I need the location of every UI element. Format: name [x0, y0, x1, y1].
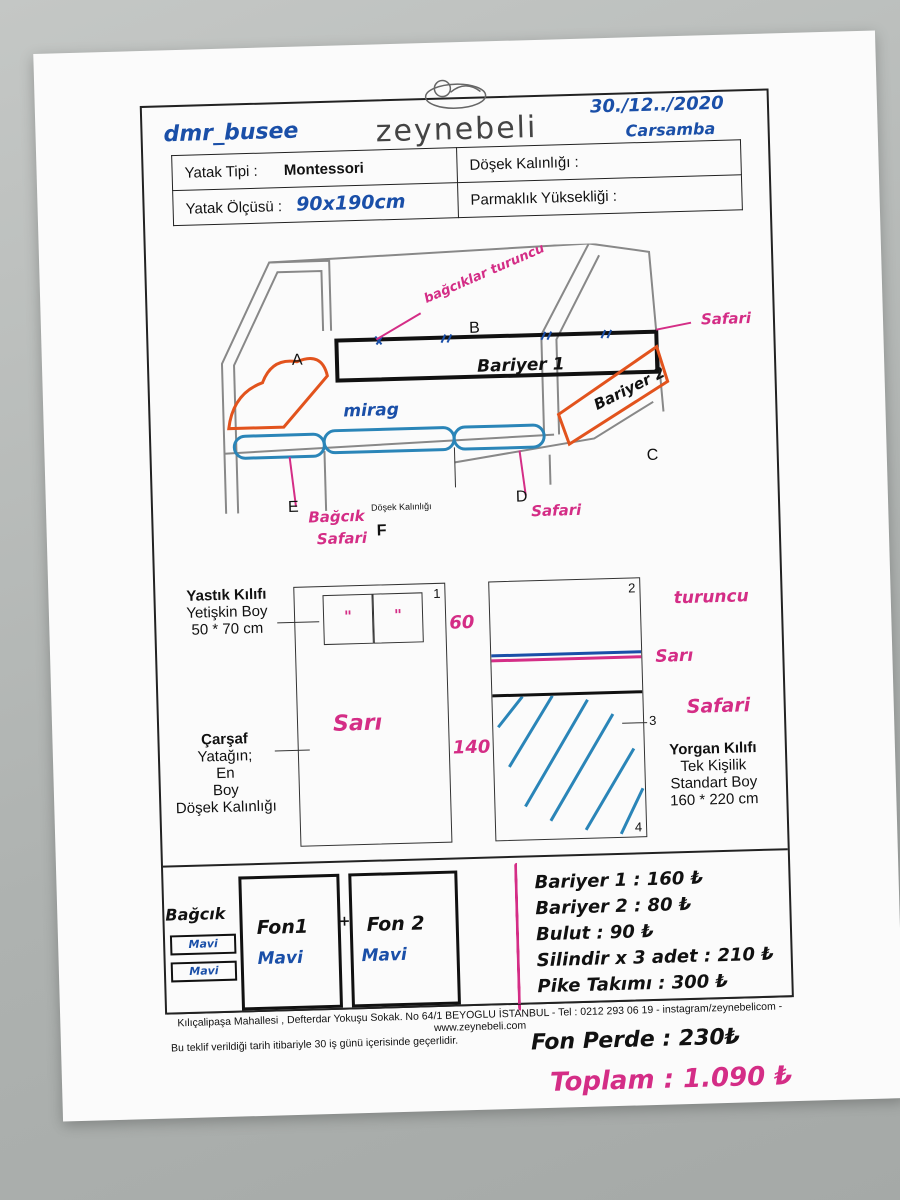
note-safari-top: Safari: [700, 309, 752, 329]
note-sari: Sarı: [655, 645, 694, 667]
note-bagcik-safari: Safari: [316, 528, 368, 549]
rail-height-cell: Parmaklık Yüksekliği :: [457, 174, 743, 218]
flat-sheet-box: 1 " " Sarı: [293, 582, 453, 847]
fon-perde-price: Fon Perde : 230₺: [530, 1024, 741, 1056]
label-d: D: [515, 488, 528, 506]
date-note: 30./12../2020: [589, 92, 725, 118]
brand-logo: zeynebeli: [339, 79, 573, 151]
bed-size-value: 90x190cm: [295, 190, 406, 216]
fon-1-panel: Fon1 Mavi: [238, 873, 344, 1011]
pillow-mark-2: ": [393, 605, 403, 625]
pillow-info: Yastık Kılıfı Yetişkin Boy 50 * 70 cm: [166, 585, 287, 639]
bagcik-tag-1: Mavi: [169, 933, 237, 956]
note-safari: Safari: [686, 694, 751, 718]
quilt-info: Yorgan Kılıfı Tek Kişilik Standart Boy 1…: [643, 738, 785, 810]
note-mirag: mirag: [343, 399, 400, 422]
bed-size-label: Yatak Ölçüsü :: [185, 198, 283, 218]
note-bariyer-1: Bariyer 1: [476, 354, 565, 377]
baby-icon: [424, 79, 487, 109]
order-form-paper: dmr_busee 30./12../2020 Carsamba zeynebe…: [33, 30, 900, 1122]
cylinders: [232, 423, 546, 460]
label-f: F: [376, 522, 387, 540]
mattress-thickness-label: Döşek Kalınlığı :: [469, 153, 579, 174]
box-2-number: 2: [627, 580, 636, 596]
fon-2-panel: Fon 2 Mavi: [348, 870, 461, 1008]
pillow-case-2: ": [372, 592, 424, 644]
bagcik-tag-2: Mavi: [170, 960, 238, 983]
box-3-number: 3: [648, 712, 657, 729]
note-bagcik: Bağcık: [308, 506, 365, 527]
pillow-mark-1: ": [343, 607, 353, 626]
sheet-line-4: Döşek Kalınlığı: [175, 797, 278, 818]
price-list: Bariyer 1 : 160 ₺ Bariyer 2 : 80 ₺ Bulut…: [534, 864, 775, 1001]
fon-1-label: Fon1: [256, 915, 309, 940]
bed-frame-outline: [220, 242, 665, 514]
label-b: B: [468, 319, 480, 337]
dim-60: 60: [449, 611, 475, 634]
bed-size-cell: Yatak Ölçüsü : 90x190cm: [172, 182, 459, 226]
username-note: dmr_busee: [163, 118, 299, 148]
pillow-dimensions: 50 * 70 cm: [191, 619, 264, 639]
safari-hatch: [497, 694, 645, 835]
pillow-case-1: ": [322, 593, 374, 646]
barrier-2-shape: [556, 344, 670, 447]
note-leaders: [288, 312, 692, 507]
total-price: Toplam : 1.090 ₺: [549, 1061, 793, 1098]
label-c: C: [646, 446, 659, 464]
cloud-shape: [227, 357, 329, 431]
sheet-info: Çarşaf Yatağın; En Boy Döşek Kalınlığı: [164, 729, 286, 817]
fon-2-label: Fon 2: [366, 912, 425, 936]
fon-1-color: Mavi: [257, 947, 304, 970]
box-1-number: 1: [433, 585, 441, 602]
bed-type-label: Yatak Tipi :: [184, 162, 258, 182]
note-safari-bottom: Safari: [530, 500, 582, 521]
note-turuncu: turuncu: [673, 586, 749, 609]
rail-height-label: Parmaklık Yüksekliği :: [470, 187, 618, 209]
mattress-leader: [453, 447, 457, 488]
dim-140: 140: [452, 736, 491, 759]
day-note: Carsamba: [625, 118, 716, 141]
fon-2-color: Mavi: [361, 944, 408, 967]
bed-diagram: [220, 242, 692, 514]
flat-sheet-color: Sarı: [332, 710, 383, 737]
bed-type-value: Montessori: [283, 159, 365, 179]
bagcik-label: Bağcık: [165, 903, 226, 925]
label-e: E: [287, 498, 299, 517]
brand-name: zeynebeli: [375, 109, 538, 150]
mattress-thickness-caption: Döşek Kalınlığı: [370, 501, 432, 513]
duvet-cover-box: 2 4: [488, 577, 648, 842]
label-a: A: [291, 351, 303, 369]
